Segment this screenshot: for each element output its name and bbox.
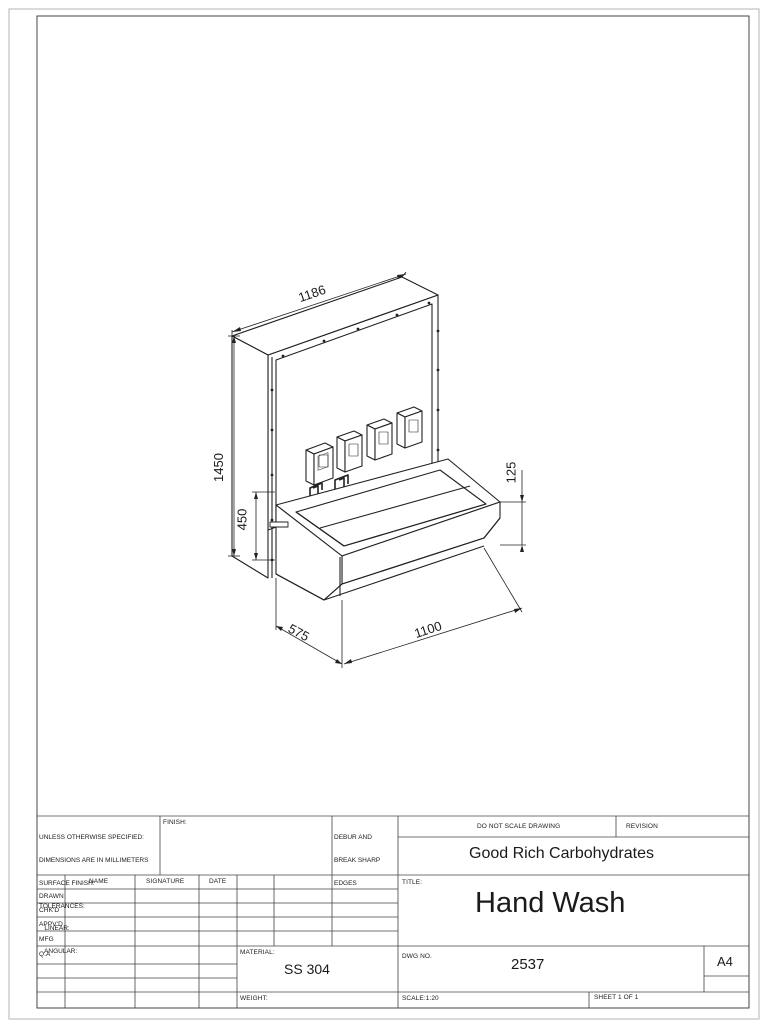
weight-label: WEIGHT:: [240, 995, 268, 1002]
outer-border: [8, 8, 760, 1020]
dim-bowl-depth: 125: [503, 461, 519, 484]
sheet-number: SHEET 1 OF 1: [594, 994, 639, 1001]
row-checked: CHK'D: [39, 907, 60, 914]
row-drawn: DRAWN: [39, 893, 64, 900]
do-not-scale-note: DO NOT SCALE DRAWING: [477, 823, 561, 830]
drawing-title: Hand Wash: [475, 887, 626, 919]
finish-label: FINISH:: [163, 819, 187, 826]
dim-height: 1450: [210, 453, 226, 482]
material-value: SS 304: [284, 961, 330, 977]
col-date: DATE: [209, 878, 227, 885]
row-mfg: MFG: [39, 936, 54, 943]
dimension-arrows: [232, 274, 524, 664]
title-block-grid: [37, 815, 749, 1008]
deburr-note: DEBUR AND BREAK SHARP EDGES: [334, 834, 381, 887]
row-qa: Q.A: [39, 951, 51, 958]
col-signature: SIGNATURE: [146, 878, 185, 885]
title-label: TITLE:: [402, 879, 423, 886]
dim-counter-height: 450: [234, 508, 250, 531]
dwg-no-label: DWG NO.: [402, 953, 432, 960]
material-label: MATERIAL:: [240, 949, 275, 956]
company-name: Good Rich Carbohydrates: [469, 845, 654, 862]
scale-label: SCALE:1:20: [402, 995, 439, 1002]
general-notes: UNLESS OTHERWISE SPECIFIED: DIMENSIONS A…: [39, 834, 149, 956]
backsplash-side: [231, 335, 269, 579]
dwg-no-value: 2537: [511, 956, 545, 973]
sheet-size: A4: [717, 954, 733, 969]
revision-label: REVISION: [626, 823, 658, 830]
hand-wash-isometric: [231, 276, 501, 601]
dispenser-labels: [318, 419, 419, 468]
taps: [309, 474, 349, 498]
drawing-frame: [36, 15, 750, 1009]
row-approved: APPV'D: [39, 921, 63, 928]
col-name: NAME: [89, 878, 109, 885]
dimension-lines: [228, 271, 526, 668]
panel-bolts: [270, 301, 440, 562]
